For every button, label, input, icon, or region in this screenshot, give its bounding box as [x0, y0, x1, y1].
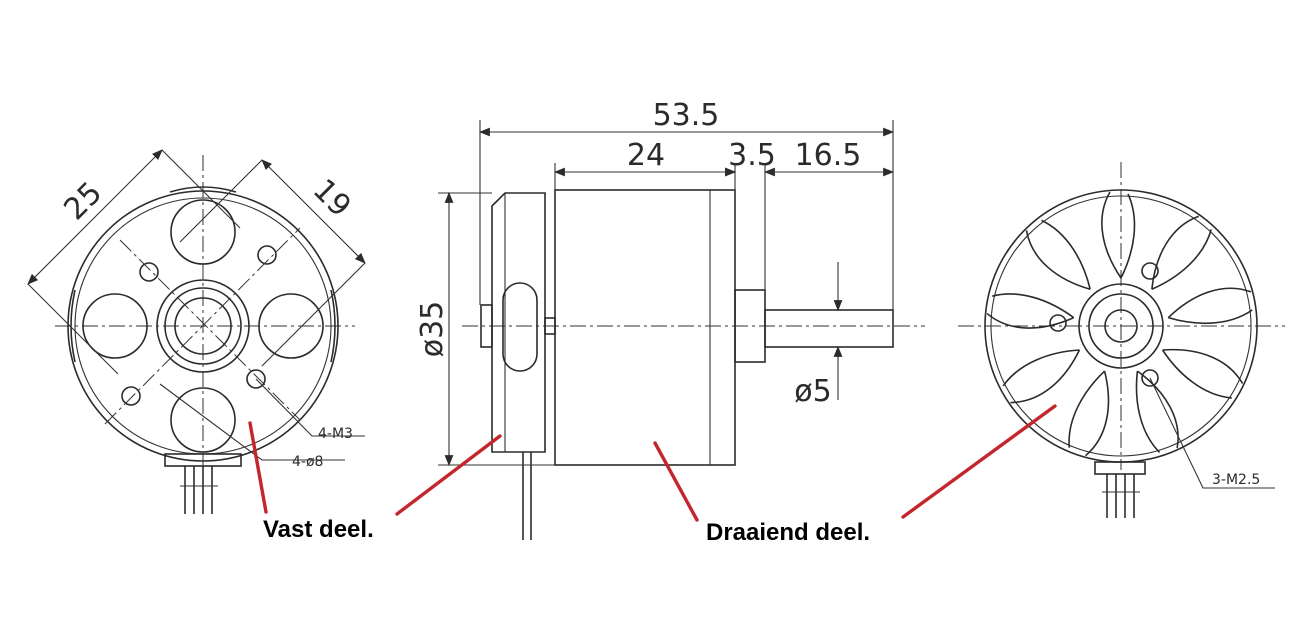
dim-o35-label: ø35 — [415, 301, 450, 358]
callout-4-o8: 4-ø8 — [292, 454, 323, 470]
dim-16-5-label: 16.5 — [795, 138, 862, 173]
callout-4-m3: 4-M3 — [318, 426, 353, 442]
leader-draaiend-side — [653, 441, 699, 522]
front-view — [27, 149, 366, 514]
leader-vast-side — [395, 434, 502, 516]
label-vast-deel: Vast deel. — [263, 516, 374, 543]
label-draaiend-deel: Draaiend deel. — [706, 519, 870, 546]
callout-3-m2-5: 3-M2.5 — [1212, 472, 1260, 488]
leader-vast-front — [248, 421, 268, 514]
rear-view — [958, 162, 1285, 518]
dim-19-label: 19 — [306, 172, 358, 224]
dim-25-label: 25 — [57, 175, 109, 227]
dim-24-label: 24 — [627, 138, 665, 173]
side-view — [438, 120, 925, 540]
dim-3-5-label: 3.5 — [728, 138, 776, 173]
leader-draaiend-rear — [901, 404, 1057, 519]
annotation-leaders — [248, 404, 1057, 522]
dim-o5-label: ø5 — [794, 374, 831, 409]
dim-53-5-label: 53.5 — [653, 98, 720, 133]
